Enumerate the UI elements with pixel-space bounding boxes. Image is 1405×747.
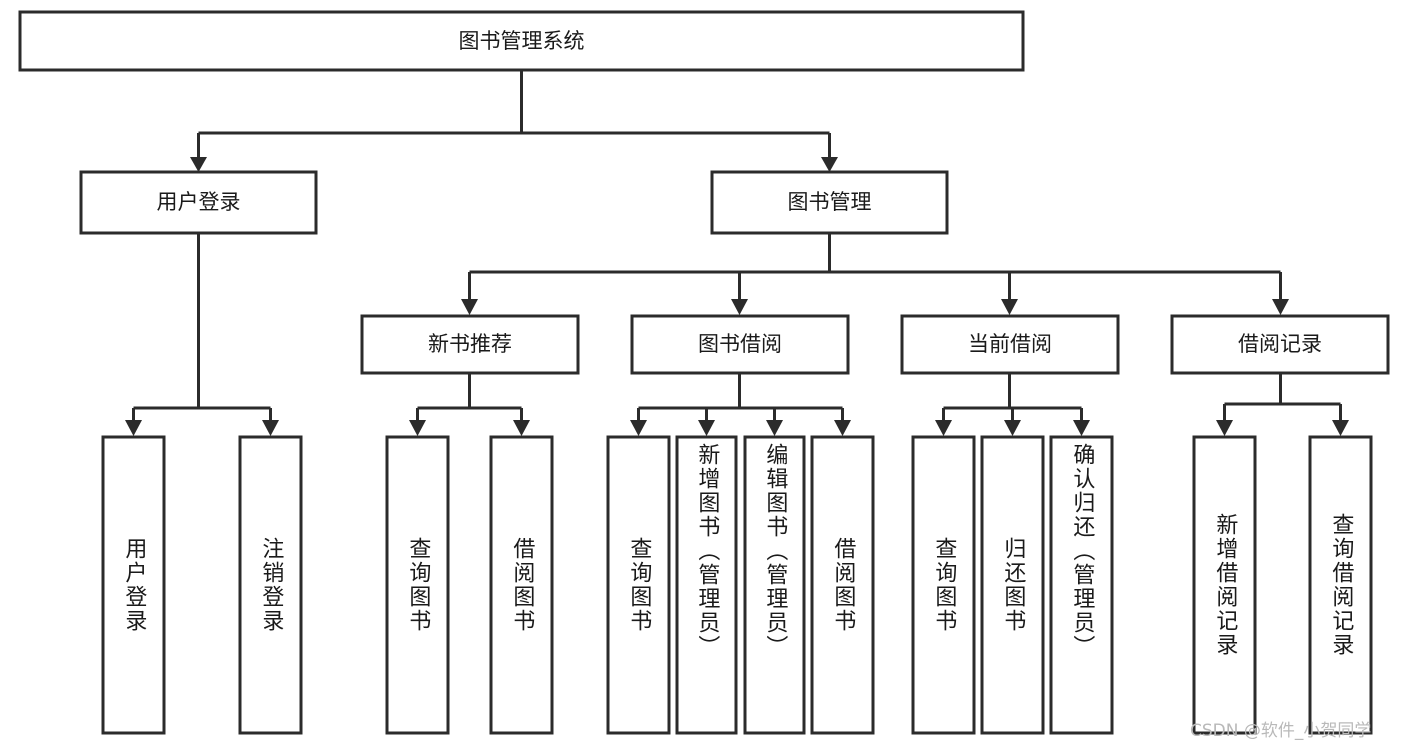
node-book-management-label: 图书管理: [788, 190, 872, 214]
connectors-borrowrecord-to-leaves: [1216, 374, 1349, 436]
leaf-box-book-borrow-1[interactable]: [675, 435, 738, 735]
leaf-box-current-borrow-2[interactable]: [1049, 435, 1114, 735]
leaf-boxes-user-login: [101, 435, 303, 735]
node-book-borrow-label: 图书借阅: [698, 332, 782, 356]
leaf-box-current-borrow-0[interactable]: [911, 435, 976, 735]
leaf-box-book-borrow-2[interactable]: [743, 435, 806, 735]
connectors-newbook-to-leaves: [409, 374, 530, 436]
node-new-book-recommend-label: 新书推荐: [428, 332, 512, 356]
node-new-book-recommend[interactable]: 新书推荐: [360, 314, 580, 375]
leaf-box-book-borrow-0[interactable]: [606, 435, 671, 735]
node-borrow-record-label: 借阅记录: [1238, 332, 1322, 356]
node-root-box[interactable]: [18, 10, 1025, 72]
node-book-borrow[interactable]: 图书借阅: [630, 314, 850, 375]
connectors-userlogin-to-leaves: [125, 234, 279, 436]
node-current-borrow[interactable]: 当前借阅: [900, 314, 1120, 375]
leaf-boxes-new-book-recommend: [385, 435, 554, 735]
connectors-books-to-level3: [461, 234, 1289, 315]
node-current-borrow-label: 当前借阅: [968, 332, 1052, 356]
node-borrow-record-box[interactable]: [1170, 314, 1390, 375]
node-current-borrow-box[interactable]: [900, 314, 1120, 375]
node-book-management-box[interactable]: [710, 170, 949, 235]
leaf-box-new-book-1[interactable]: [489, 435, 554, 735]
node-root[interactable]: 图书管理系统: [18, 10, 1025, 72]
node-borrow-record[interactable]: 借阅记录: [1170, 314, 1390, 375]
connectors-root-to-level2: [190, 71, 838, 172]
leaf-boxes-book-borrow: [606, 435, 875, 735]
node-new-book-recommend-box[interactable]: [360, 314, 580, 375]
node-user-login-box[interactable]: [79, 170, 318, 235]
leaf-box-book-borrow-3[interactable]: [810, 435, 875, 735]
leaf-box-new-book-0[interactable]: [385, 435, 450, 735]
connectors-bookborrow-to-leaves: [630, 374, 851, 436]
node-root-label: 图书管理系统: [459, 29, 585, 53]
leaf-box-borrow-record-1[interactable]: [1308, 435, 1373, 735]
leaf-boxes-borrow-record: [1192, 435, 1373, 735]
node-book-borrow-box[interactable]: [630, 314, 850, 375]
node-user-login[interactable]: 用户登录: [79, 170, 318, 235]
connectors-currentborrow-to-leaves: [935, 374, 1090, 436]
leaf-box-user-login-0[interactable]: [101, 435, 166, 735]
leaf-box-borrow-record-0[interactable]: [1192, 435, 1257, 735]
leaf-box-user-login-1[interactable]: [238, 435, 303, 735]
leaf-boxes-current-borrow: [911, 435, 1114, 735]
leaf-box-current-borrow-1[interactable]: [980, 435, 1045, 735]
node-book-management[interactable]: 图书管理: [710, 170, 949, 235]
node-user-login-label: 用户登录: [157, 190, 241, 214]
